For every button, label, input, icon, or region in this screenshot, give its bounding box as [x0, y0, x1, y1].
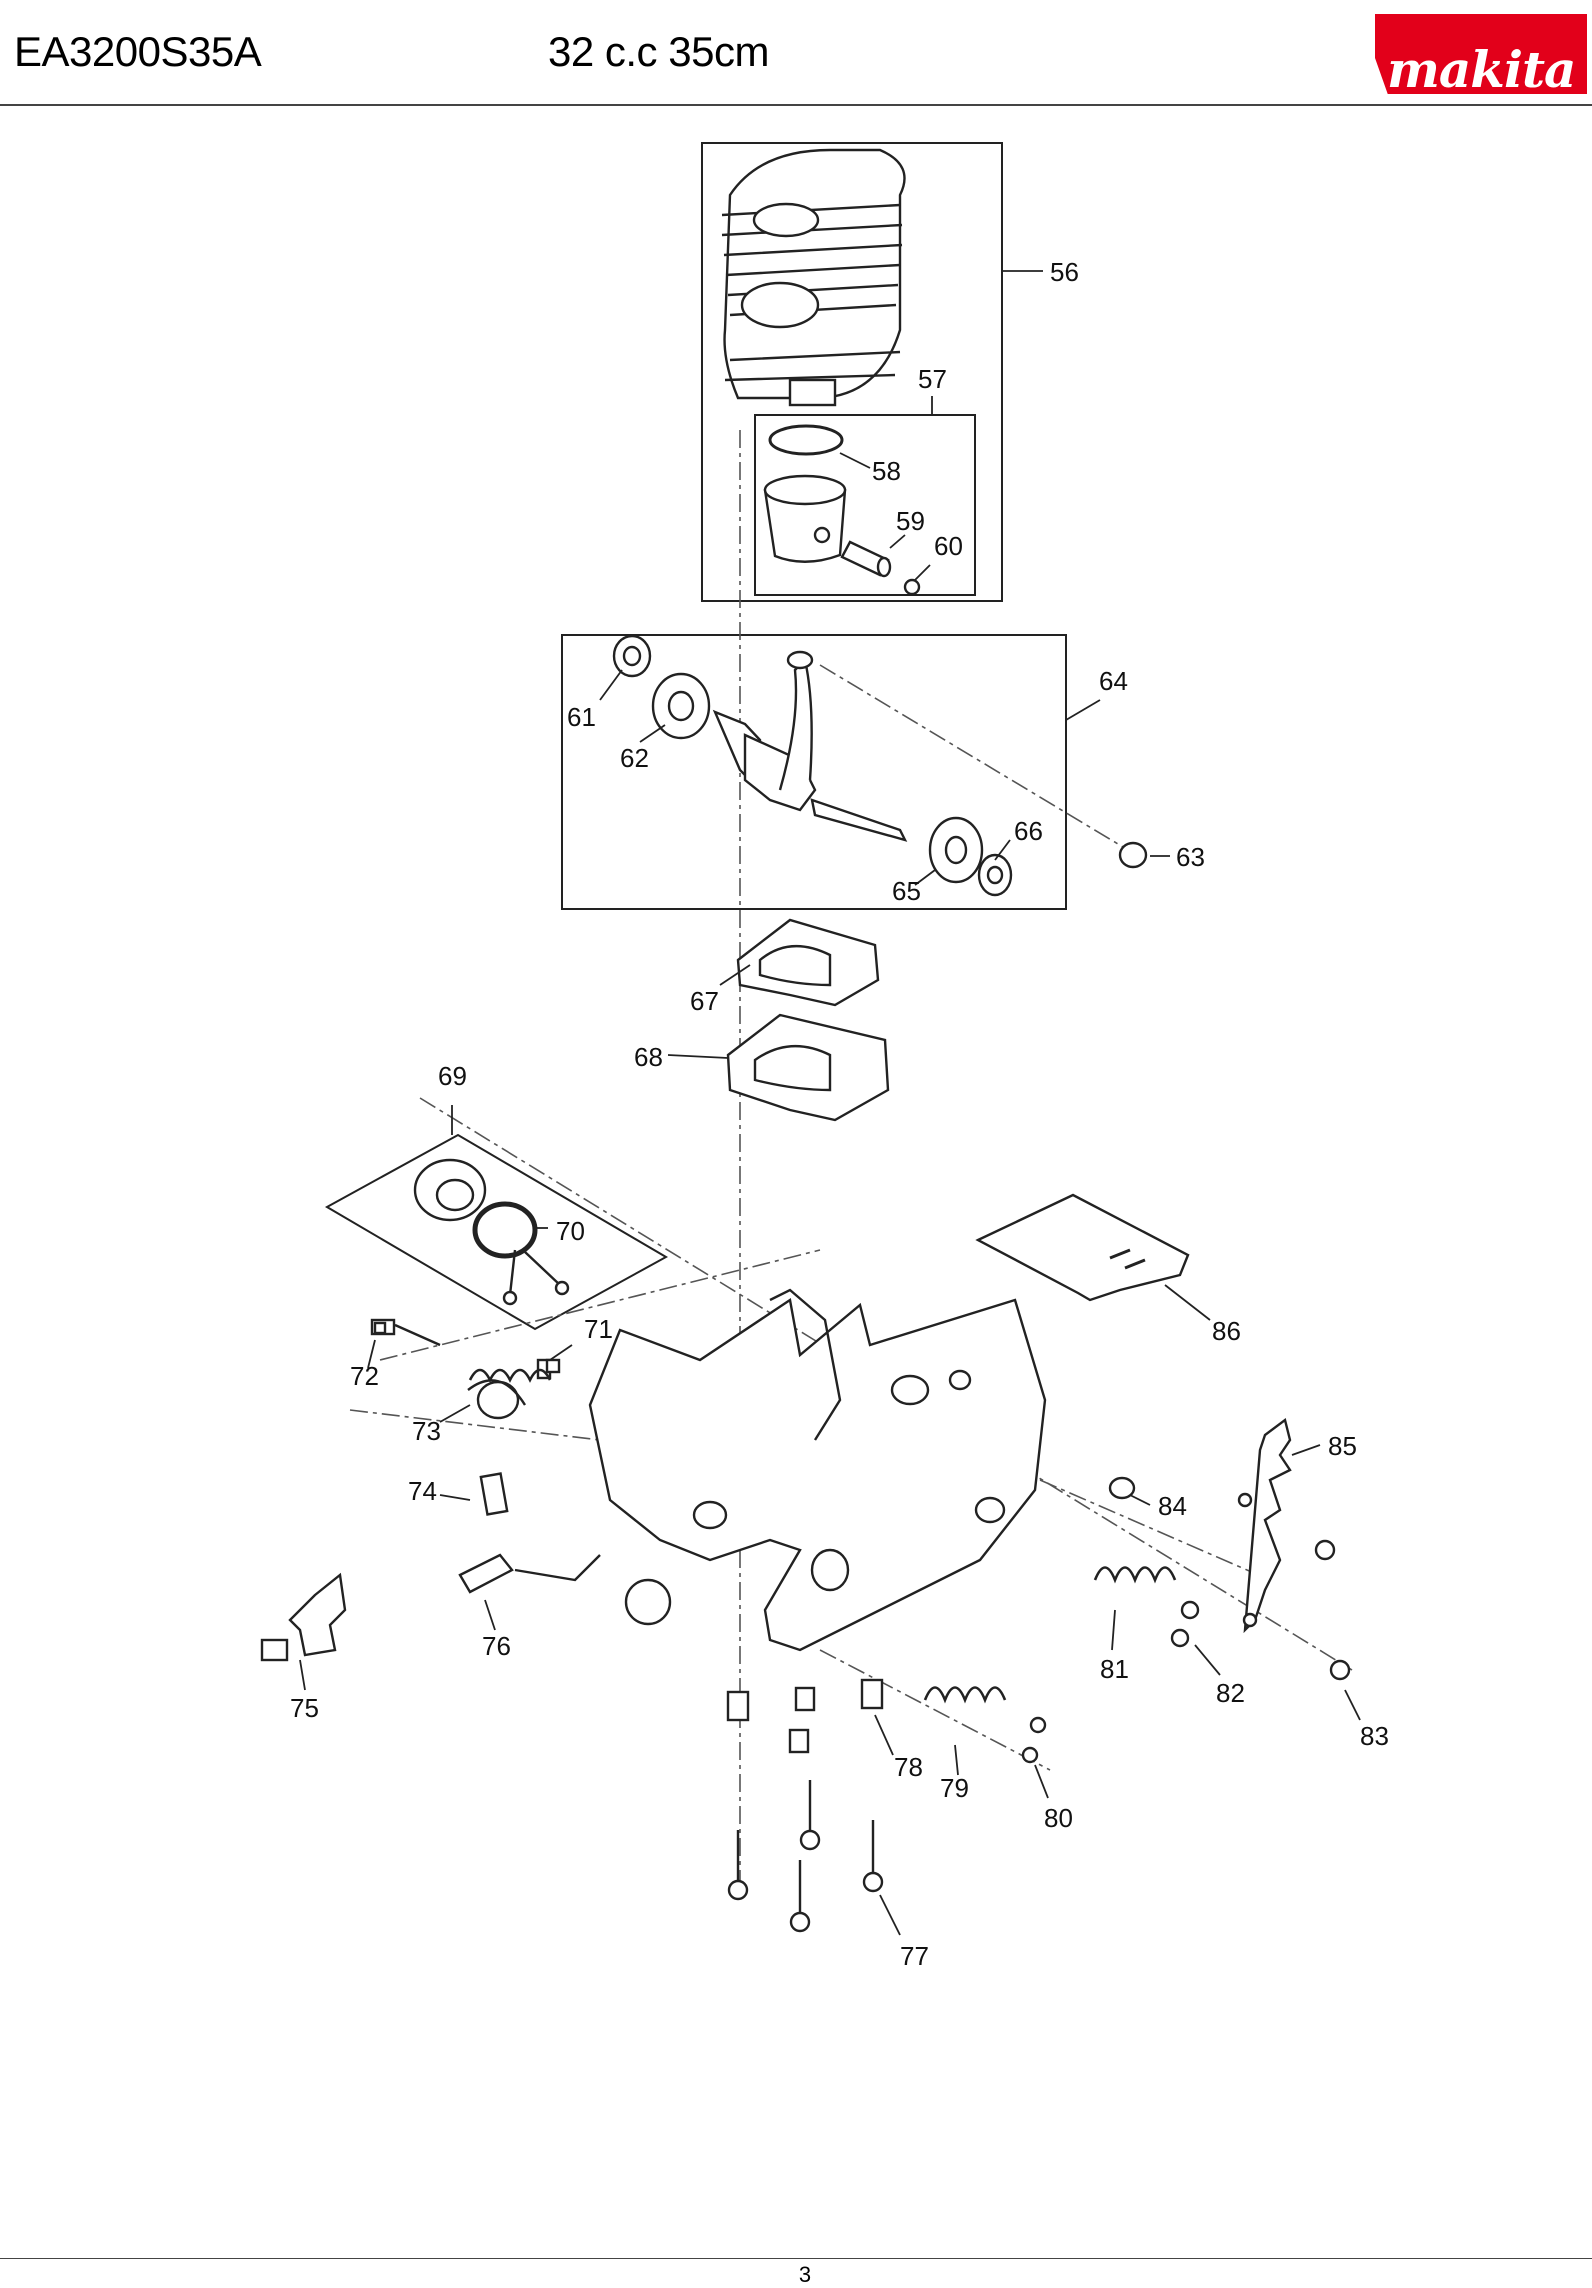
- callout-66: 66: [1014, 816, 1043, 846]
- callout-83: 83: [1360, 1721, 1389, 1751]
- needle-bearing: [1118, 841, 1148, 869]
- callout-77: 77: [900, 1941, 929, 1971]
- model-number: EA3200S35A: [14, 28, 262, 75]
- group-box-crankshaft: [561, 634, 1067, 910]
- callout-63: 63: [1176, 842, 1205, 872]
- header-divider: [0, 104, 1592, 106]
- callout-65: 65: [892, 876, 921, 906]
- piston-ring: [768, 424, 844, 456]
- springs: [468, 1368, 1177, 1704]
- callout-79: 79: [940, 1773, 969, 1803]
- callout-76: 76: [482, 1631, 511, 1661]
- group-box-piston: [754, 414, 976, 596]
- assembly-axis-lines: [349, 430, 1353, 1900]
- callout-labels: 56 57 58 59 60 61 62 64 66 63 65 67 68 6…: [290, 257, 1389, 1971]
- callout-75: 75: [290, 1693, 319, 1723]
- piston-part: [763, 474, 847, 563]
- callout-82: 82: [1216, 1678, 1245, 1708]
- callout-59: 59: [896, 506, 925, 536]
- decal-marks: [1109, 1248, 1146, 1270]
- callout-80: 80: [1044, 1803, 1073, 1833]
- callout-62: 62: [620, 743, 649, 773]
- engine-spec: 32 c.c 35cm: [548, 28, 769, 75]
- callout-71: 71: [584, 1314, 613, 1344]
- callout-84: 84: [1158, 1491, 1187, 1521]
- callout-67: 67: [690, 986, 719, 1016]
- group-box-oil-pump: [324, 1133, 669, 1331]
- callout-56: 56: [1050, 257, 1079, 287]
- callout-60: 60: [934, 531, 963, 561]
- callout-69: 69: [438, 1061, 467, 1091]
- callout-78: 78: [894, 1752, 923, 1782]
- callout-68: 68: [634, 1042, 663, 1072]
- crankshaft-part: [612, 634, 1013, 897]
- circlip: [903, 578, 921, 596]
- oil-pump-part: [413, 1158, 570, 1306]
- callout-86: 86: [1212, 1316, 1241, 1346]
- callout-70: 70: [556, 1216, 585, 1246]
- callout-61: 61: [567, 702, 596, 732]
- leader-lines: [299, 270, 1361, 1936]
- callout-73: 73: [412, 1416, 441, 1446]
- piston-pin: [840, 540, 892, 578]
- decal-plate: [975, 1193, 1190, 1302]
- callout-58: 58: [872, 456, 901, 486]
- small-parts: [260, 1318, 1351, 1764]
- crankcase-gasket: [736, 918, 880, 1007]
- group-box-cylinder: [701, 142, 1003, 602]
- logo-text: makita: [1387, 40, 1576, 99]
- footer-divider: [0, 2258, 1592, 2259]
- callout-74: 74: [408, 1476, 437, 1506]
- callout-85: 85: [1328, 1431, 1357, 1461]
- page-number: 3: [798, 2262, 812, 2287]
- cylinder-part: [721, 148, 906, 407]
- makita-logo: makita: [1375, 14, 1587, 94]
- crankcase-main: [588, 1288, 1047, 1652]
- callout-64: 64: [1099, 666, 1128, 696]
- callout-72: 72: [350, 1361, 379, 1391]
- callout-57: 57: [918, 364, 947, 394]
- bolts-and-bushings: [373, 1321, 884, 1933]
- callout-81: 81: [1100, 1654, 1129, 1684]
- crankcase-half: [726, 1013, 890, 1122]
